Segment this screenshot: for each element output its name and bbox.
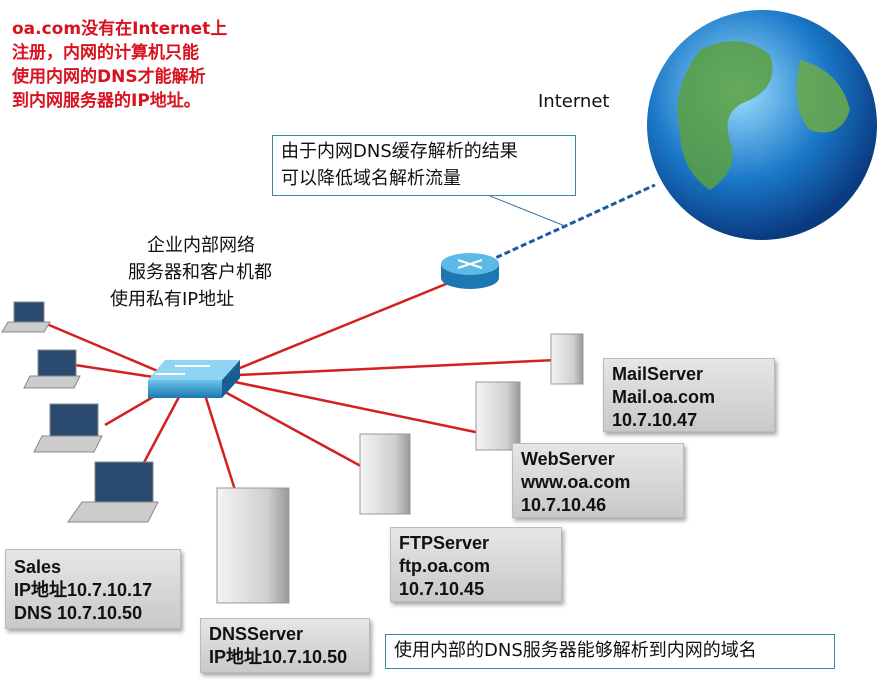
server-ip: IP地址10.7.10.50 <box>209 647 348 667</box>
internal-dns-callout: 使用内部的DNS服务器能够解析到内网的域名 <box>385 634 835 669</box>
note-line: oa.com没有在Internet上 <box>12 19 228 39</box>
server-name: MailServer <box>612 364 704 384</box>
note-line: 使用内网的DNS才能解析 <box>12 67 206 87</box>
web-server-label: WebServer www.oa.com 10.7.10.46 <box>512 443 684 518</box>
server-ip: 10.7.10.46 <box>521 495 607 515</box>
sales-client-label: Sales IP地址10.7.10.17 DNS 10.7.10.50 <box>5 549 181 629</box>
client-dns: DNS 10.7.10.50 <box>14 603 143 623</box>
callout-line: 可以降低域名解析流量 <box>281 168 461 189</box>
callout-pointer <box>489 195 566 227</box>
internet-label: Internet <box>538 91 610 112</box>
server-domain: ftp.oa.com <box>399 556 491 576</box>
router-icon <box>441 253 499 289</box>
mail-server-label: MailServer Mail.oa.com 10.7.10.47 <box>603 358 775 432</box>
lan-desc-2: 服务器和客户机都 <box>128 262 272 283</box>
server-name: DNSServer <box>209 624 304 644</box>
wan-link <box>479 183 656 267</box>
server-name: WebServer <box>521 449 615 469</box>
callout-line: 由于内网DNS缓存解析的结果 <box>281 141 518 162</box>
server-name: FTPServer <box>399 533 490 553</box>
dns-cache-callout: 由于内网DNS缓存解析的结果 可以降低域名解析流量 <box>272 135 576 196</box>
server-ip: 10.7.10.47 <box>612 410 698 430</box>
dns-server-label: DNSServer IP地址10.7.10.50 <box>200 618 370 673</box>
note-line: 注册，内网的计算机只能 <box>12 43 199 63</box>
globe-icon <box>647 10 877 240</box>
server-ip: 10.7.10.45 <box>399 579 485 599</box>
lan-desc-1: 企业内部网络 <box>147 235 255 256</box>
laptop-icons <box>1 301 159 523</box>
server-icons <box>216 333 584 604</box>
lan-links <box>41 273 557 491</box>
ftp-server-label: FTPServer ftp.oa.com 10.7.10.45 <box>390 527 562 602</box>
oa-registration-note: oa.com没有在Internet上 注册，内网的计算机只能 使用内网的DNS才… <box>12 17 227 113</box>
client-ip: IP地址10.7.10.17 <box>14 580 153 600</box>
switch-icon <box>148 360 240 398</box>
server-domain: Mail.oa.com <box>612 387 716 407</box>
client-name: Sales <box>14 557 62 577</box>
note-line: 到内网服务器的IP地址。 <box>12 91 201 111</box>
server-domain: www.oa.com <box>521 472 631 492</box>
lan-desc-3: 使用私有IP地址 <box>110 289 235 310</box>
